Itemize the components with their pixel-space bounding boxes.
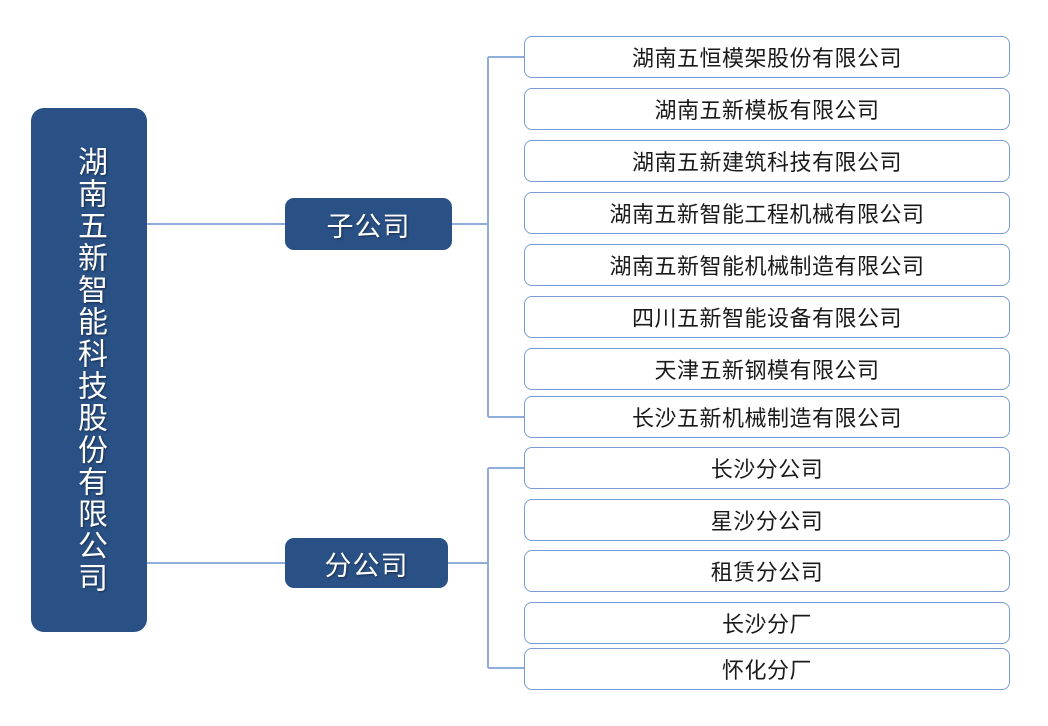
category-node-branches[interactable]: 分公司 <box>285 538 448 588</box>
leaf-node-subsidiary[interactable]: 四川五新智能设备有限公司 <box>524 296 1010 338</box>
leaf-node-subsidiary[interactable]: 湖南五新智能机械制造有限公司 <box>524 244 1010 286</box>
leaf-node-subsidiary[interactable]: 湖南五新建筑科技有限公司 <box>524 140 1010 182</box>
leaf-node-branch[interactable]: 租赁分公司 <box>524 550 1010 592</box>
leaf-node-label: 长沙五新机械制造有限公司 <box>631 407 902 432</box>
leaf-node-branch[interactable]: 怀化分厂 <box>524 648 1010 690</box>
leaf-node-branch[interactable]: 长沙分厂 <box>524 602 1010 644</box>
category-node-label: 分公司 <box>324 550 409 582</box>
category-node-label: 子公司 <box>326 211 411 243</box>
leaf-node-label: 湖南五新建筑科技有限公司 <box>631 151 902 176</box>
root-node-label: 湖南五新智能科技股份有限公司 <box>72 146 107 594</box>
leaf-node-label: 长沙分公司 <box>710 458 824 483</box>
leaf-node-label: 租赁分公司 <box>710 561 824 586</box>
leaf-node-subsidiary[interactable]: 天津五新钢模有限公司 <box>524 348 1010 390</box>
category-node-subsidiaries[interactable]: 子公司 <box>285 198 452 250</box>
leaf-node-subsidiary[interactable]: 长沙五新机械制造有限公司 <box>524 396 1010 438</box>
root-node[interactable]: 湖南五新智能科技股份有限公司 <box>31 108 147 632</box>
leaf-node-branch[interactable]: 长沙分公司 <box>524 447 1010 489</box>
leaf-node-label: 四川五新智能设备有限公司 <box>631 307 902 332</box>
leaf-node-label: 怀化分厂 <box>721 659 812 684</box>
leaf-node-label: 长沙分厂 <box>721 613 812 638</box>
leaf-node-label: 湖南五新模板有限公司 <box>654 99 880 124</box>
leaf-node-subsidiary[interactable]: 湖南五恒模架股份有限公司 <box>524 36 1010 78</box>
leaf-node-subsidiary[interactable]: 湖南五新智能工程机械有限公司 <box>524 192 1010 234</box>
leaf-node-label: 湖南五新智能工程机械有限公司 <box>609 203 925 228</box>
leaf-node-label: 湖南五新智能机械制造有限公司 <box>609 255 925 280</box>
leaf-node-label: 天津五新钢模有限公司 <box>654 359 880 384</box>
leaf-node-label: 星沙分公司 <box>710 510 824 535</box>
leaf-node-label: 湖南五恒模架股份有限公司 <box>631 47 902 72</box>
leaf-node-subsidiary[interactable]: 湖南五新模板有限公司 <box>524 88 1010 130</box>
leaf-node-branch[interactable]: 星沙分公司 <box>524 499 1010 541</box>
